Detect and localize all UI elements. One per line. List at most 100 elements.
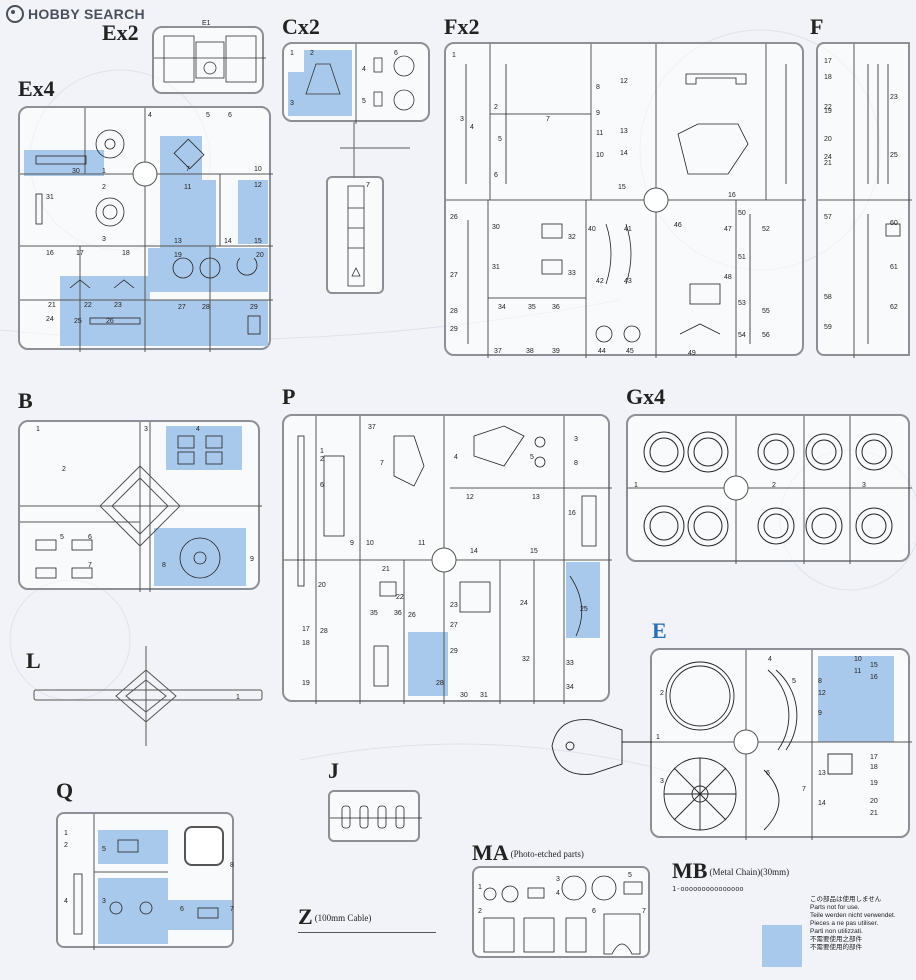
part-number: 4 — [148, 112, 152, 119]
part-number: 49 — [688, 350, 696, 357]
part-number: 9 — [596, 110, 600, 117]
part-number: 5 — [362, 98, 366, 105]
ma-label-text: MA — [472, 840, 509, 865]
part-number: 6 — [228, 112, 232, 119]
part-number: 23 — [114, 302, 122, 309]
part-number: 13 — [174, 238, 182, 245]
part-number: 21 — [382, 566, 390, 573]
sprue-label-e: E — [652, 618, 667, 643]
part-number: 3 — [556, 876, 560, 883]
sprue-l — [33, 646, 263, 746]
part-number: 7 — [366, 182, 370, 189]
part-number: 27 — [450, 622, 458, 629]
part-number: 15 — [254, 238, 262, 245]
part-number: 18 — [870, 764, 878, 771]
part-number: 19 — [174, 252, 182, 259]
note-japanese: この部品は使用しません — [810, 896, 882, 903]
part-number: 30 — [460, 692, 468, 699]
sprue-label-ex2: Ex2 — [102, 20, 139, 45]
part-number: 22 — [824, 104, 832, 111]
part-number: 28 — [436, 680, 444, 687]
sprue-q: 1 2 3 4 5 6 7 — [56, 812, 234, 950]
part-number: 53 — [738, 300, 746, 307]
part-number: 6 — [88, 534, 92, 541]
sprue-gx4: 1 2 3 — [626, 414, 912, 564]
mb-sub-label: (Metal Chain)(30mm) — [709, 867, 790, 878]
part-number: 12 — [818, 690, 826, 697]
part-number: 8 — [162, 562, 166, 569]
sprue-cx2-bottom: 7 — [326, 176, 384, 294]
part-number: 25 — [580, 606, 588, 613]
part-number: 20 — [318, 582, 326, 589]
part-number: 14 — [470, 548, 478, 555]
part-number: 3 — [290, 100, 294, 107]
part-number: 26 — [408, 612, 416, 619]
part-number: 21 — [48, 302, 56, 309]
note-english: Parts not for use. — [810, 904, 860, 911]
part-number: 11 — [184, 184, 192, 191]
part-number: 57 — [824, 214, 832, 221]
part-number: 20 — [870, 798, 878, 805]
b-parts-drawing — [20, 422, 262, 592]
sprue-label-mb: MB(Metal Chain)(30mm) — [672, 860, 789, 882]
part-number: 7 — [186, 166, 190, 173]
metal-chain: 1-ooooooooooooooo — [672, 885, 744, 893]
part-number: 12 — [254, 182, 262, 189]
sprue-label-j: J — [328, 758, 339, 783]
part-number: 61 — [890, 264, 898, 271]
part-number: 2 — [64, 842, 68, 849]
note-french: Pieces a ne pas utiliser. — [810, 920, 879, 927]
sprue-j — [328, 790, 422, 842]
part-number: 18 — [824, 74, 832, 81]
part-number: 32 — [522, 656, 530, 663]
part-number: 7 — [802, 786, 806, 793]
part-number: 5 — [60, 534, 64, 541]
part-number: 11 — [418, 540, 426, 547]
part-number: 20 — [256, 252, 264, 259]
part-number: 3 — [102, 236, 106, 243]
part-number: 33 — [568, 270, 576, 277]
part-number: 17 — [870, 754, 878, 761]
part-number: 1 — [290, 50, 294, 57]
part-number: 30 — [492, 224, 500, 231]
part-number: 12 — [620, 78, 628, 85]
part-number: 3 — [460, 116, 464, 123]
part-number: 35 — [528, 304, 536, 311]
part-number: 33 — [566, 660, 574, 667]
part-number: 2 — [310, 50, 314, 57]
sprue-fx2: 1 2 3 4 5 6 7 8 9 10 11 12 13 14 15 16 2… — [444, 42, 806, 358]
part-number: 23 — [890, 94, 898, 101]
part-number: 15 — [618, 184, 626, 191]
part-number: 36 — [552, 304, 560, 311]
sprue-f: 17 18 19 20 21 22 24 23 25 58 59 57 60 6… — [816, 42, 912, 358]
part-number: 6 — [180, 906, 184, 913]
sprue-label-ex4: Ex4 — [18, 76, 55, 101]
part-number: 43 — [624, 278, 632, 285]
part-number: 1 — [634, 482, 638, 489]
not-used-highlight — [168, 900, 232, 930]
logo-badge-icon — [6, 5, 24, 23]
not-used-highlight — [98, 830, 168, 864]
fx2-parts-drawing — [446, 44, 806, 358]
ma-parts-drawing — [483, 875, 643, 955]
sprue-label-gx4: Gx4 — [626, 384, 666, 409]
sprue-label-l: L — [26, 648, 41, 673]
part-number: 1 — [672, 885, 677, 893]
sprue-label-z: Z(100mm Cable) — [298, 906, 371, 928]
part-number: 26 — [106, 318, 114, 325]
sprue-ex2: E1 — [152, 20, 266, 94]
part-number: 11 — [596, 130, 604, 137]
part-number: 22 — [396, 594, 404, 601]
part-number: 16 — [728, 192, 736, 199]
part-number: 6 — [494, 172, 498, 179]
part-number: 16 — [46, 250, 54, 257]
part-number: 31 — [492, 264, 500, 271]
sprue-label-q: Q — [56, 778, 74, 803]
part-number: 21 — [870, 810, 878, 817]
part-number: 39 — [552, 348, 560, 355]
cx2-ladder-drawing — [347, 185, 365, 287]
part-number: 6 — [592, 908, 596, 915]
part-number: 46 — [674, 222, 682, 229]
part-number: 56 — [762, 332, 770, 339]
part-number: 19 — [824, 108, 832, 115]
